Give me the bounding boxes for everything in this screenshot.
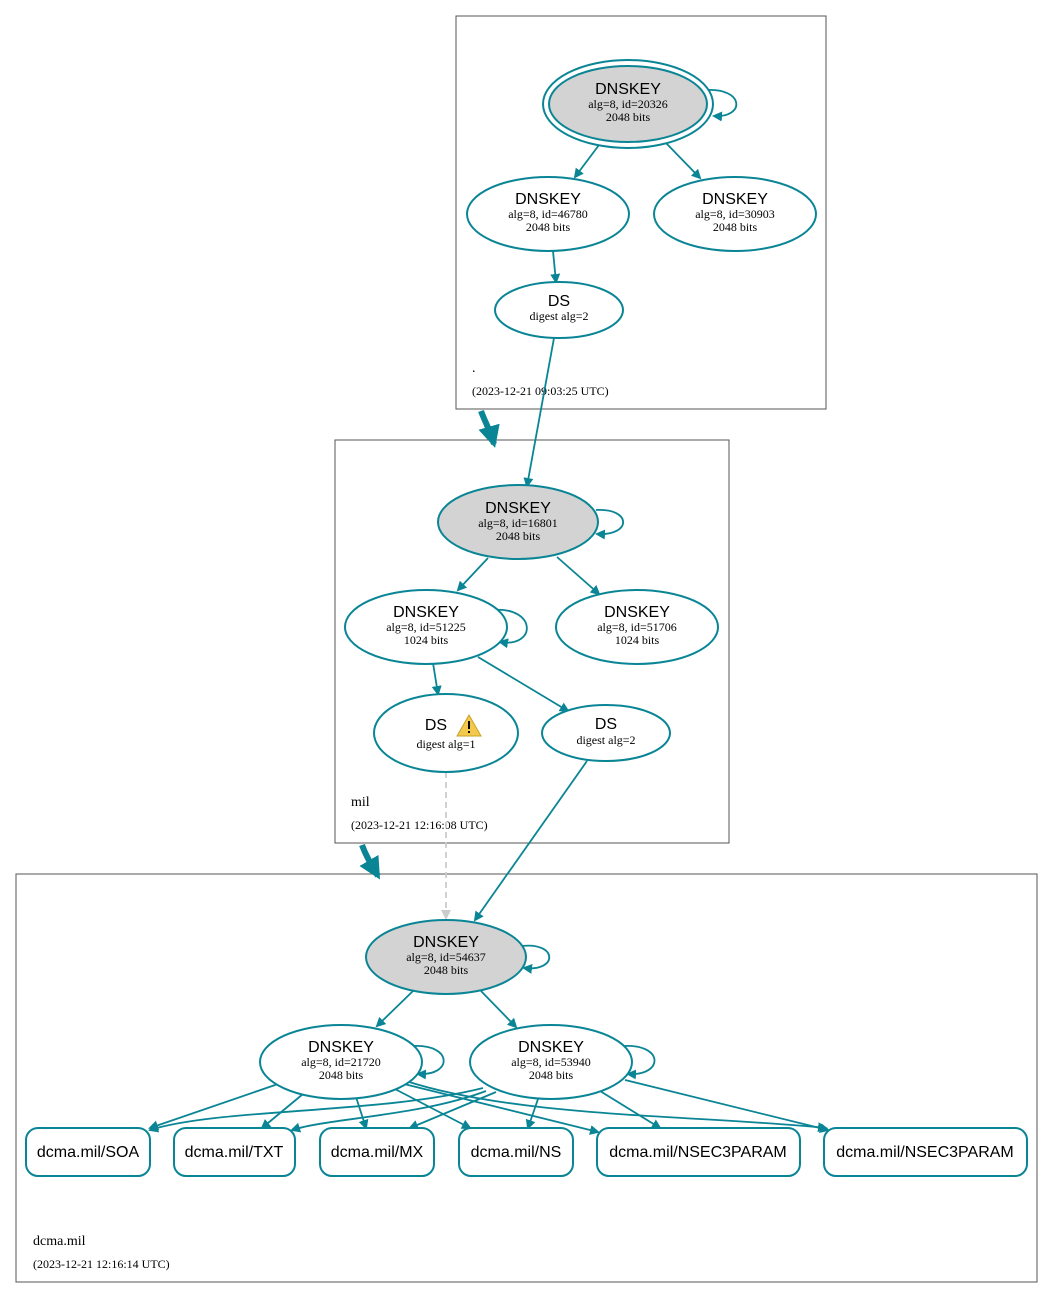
node-mil-zsk2-title: DNSKEY	[604, 604, 670, 621]
zone-root-time: (2023-12-21 09:03:25 UTC)	[472, 384, 609, 398]
rrset-txt-label: dcma.mil/TXT	[185, 1144, 284, 1161]
edge-zsk2-txt	[290, 1090, 487, 1133]
edge-dcma-ksk-zsk2	[480, 990, 518, 1029]
node-root-zsk1-line1: alg=8, id=46780	[508, 207, 588, 221]
node-mil-zsk1-line1: alg=8, id=51225	[386, 620, 466, 634]
node-mil-ds2-title: DS	[595, 716, 617, 733]
node-mil-zsk2-line1: alg=8, id=51706	[597, 620, 677, 634]
rrset-nsec3param-2[interactable]: dcma.mil/NSEC3PARAM	[823, 1127, 1028, 1177]
edge-zsk2-mx	[408, 1091, 497, 1130]
rrset-nsec3param-1[interactable]: dcma.mil/NSEC3PARAM	[596, 1127, 801, 1177]
node-dcma-zsk2-line1: alg=8, id=53940	[511, 1055, 591, 1069]
node-dcma-ksk-line1: alg=8, id=54637	[406, 950, 486, 964]
node-mil-ksk[interactable]: DNSKEY alg=8, id=16801 2048 bits	[437, 484, 599, 560]
node-root-zsk2-title: DNSKEY	[702, 191, 768, 208]
rrset-soa[interactable]: dcma.mil/SOA	[25, 1127, 151, 1177]
node-mil-ksk-line1: alg=8, id=16801	[478, 516, 558, 530]
edge-root-ksk-self	[705, 89, 738, 122]
edge-zsk1-ns	[392, 1087, 472, 1129]
node-root-zsk2-line1: alg=8, id=30903	[695, 207, 775, 221]
node-mil-zsk1-line2: 1024 bits	[404, 633, 449, 647]
edge-mil-ksk-zsk2	[556, 556, 601, 596]
zone-mil-time: (2023-12-21 12:16:08 UTC)	[351, 818, 488, 832]
node-root-ksk[interactable]: DNSKEY alg=8, id=20326 2048 bits	[542, 59, 714, 149]
node-dcma-ksk-line2: 2048 bits	[424, 963, 469, 977]
node-mil-ksk-line2: 2048 bits	[496, 529, 541, 543]
zone-dcma-time: (2023-12-21 12:16:14 UTC)	[33, 1257, 170, 1271]
rrset-mx[interactable]: dcma.mil/MX	[319, 1127, 435, 1177]
node-root-ds-line1: digest alg=2	[529, 309, 588, 323]
edge-dcma-ksk-self	[521, 944, 551, 974]
node-mil-zsk1[interactable]: DNSKEY alg=8, id=51225 1024 bits	[344, 589, 508, 665]
node-root-zsk1-title: DNSKEY	[515, 191, 581, 208]
node-dcma-ksk[interactable]: DNSKEY alg=8, id=54637 2048 bits	[365, 919, 527, 995]
node-dcma-zsk1[interactable]: DNSKEY alg=8, id=21720 2048 bits	[259, 1024, 423, 1100]
node-root-ksk-title: DNSKEY	[595, 81, 661, 98]
node-root-ds[interactable]: DS digest alg=2	[494, 281, 624, 339]
node-mil-ksk-title: DNSKEY	[485, 500, 551, 517]
zone-dcma-name: dcma.mil	[33, 1234, 86, 1249]
edge-dcma-ksk-zsk1	[375, 990, 414, 1028]
node-root-ksk-line1: alg=8, id=20326	[588, 97, 668, 111]
delegation-root-mil	[478, 409, 500, 448]
edge-zsk2-nsec3b	[624, 1079, 830, 1133]
node-mil-ds1-line1: digest alg=1	[416, 737, 475, 751]
rrset-nsec3param-2-label: dcma.mil/NSEC3PARAM	[836, 1144, 1014, 1161]
node-root-ksk-line2: 2048 bits	[606, 110, 651, 124]
rrset-soa-label: dcma.mil/SOA	[37, 1144, 140, 1161]
node-mil-ds2[interactable]: DS digest alg=2	[541, 704, 671, 762]
zone-mil-name: mil	[351, 795, 370, 810]
edge-root-zsk1-ds	[550, 250, 561, 284]
rrset-txt[interactable]: dcma.mil/TXT	[173, 1127, 296, 1177]
edge-mil-zsk1-ds1	[431, 662, 442, 696]
node-dcma-zsk2[interactable]: DNSKEY alg=8, id=53940 2048 bits	[469, 1024, 633, 1100]
node-dcma-zsk1-title: DNSKEY	[308, 1039, 374, 1056]
node-root-zsk1-line2: 2048 bits	[526, 220, 571, 234]
node-mil-ds1-title: DS	[425, 717, 447, 734]
rrset-mx-label: dcma.mil/MX	[331, 1144, 424, 1161]
rrset-ns-label: dcma.mil/NS	[471, 1144, 562, 1161]
edge-zsk1-soa	[148, 1083, 279, 1131]
node-dcma-ksk-title: DNSKEY	[413, 934, 479, 951]
node-dcma-zsk1-line2: 2048 bits	[319, 1068, 364, 1082]
delegation-mil-dcma	[359, 843, 381, 880]
edge-zsk2-soa	[148, 1087, 484, 1133]
node-mil-zsk2-line2: 1024 bits	[615, 633, 660, 647]
edge-mil-zsk1-ds2	[477, 656, 570, 713]
node-mil-ds1[interactable]: DS digest alg=1	[373, 693, 519, 773]
edge-zsk2-ns	[525, 1098, 539, 1130]
node-dcma-zsk2-line2: 2048 bits	[529, 1068, 574, 1082]
node-root-ds-title: DS	[548, 293, 570, 310]
warning-icon[interactable]	[456, 713, 482, 737]
node-root-zsk2[interactable]: DNSKEY alg=8, id=30903 2048 bits	[653, 176, 817, 252]
edge-root-ds-mil-ksk	[523, 337, 555, 488]
edge-mil-ksk-zsk1	[456, 557, 489, 592]
edge-mil-ds2-dcma-ksk	[473, 760, 588, 922]
node-dcma-zsk2-title: DNSKEY	[518, 1039, 584, 1056]
edge-dcma-zsk2-self	[623, 1045, 656, 1080]
node-mil-ds2-line1: digest alg=2	[576, 733, 635, 747]
edge-mil-ksk-self	[595, 509, 624, 540]
rrset-ns[interactable]: dcma.mil/NS	[458, 1127, 574, 1177]
rrset-nsec3param-1-label: dcma.mil/NSEC3PARAM	[609, 1144, 787, 1161]
edge-root-ksk-zsk2	[665, 142, 702, 180]
edge-mil-zsk1-self	[491, 609, 528, 649]
edge-zsk1-txt	[260, 1093, 304, 1130]
node-dcma-zsk1-line1: alg=8, id=21720	[301, 1055, 381, 1069]
edge-zsk1-nsec3a	[403, 1083, 600, 1135]
node-mil-zsk2[interactable]: DNSKEY alg=8, id=51706 1024 bits	[555, 589, 719, 665]
node-root-zsk1[interactable]: DNSKEY alg=8, id=46780 2048 bits	[466, 176, 630, 252]
zone-root-name: .	[472, 361, 476, 376]
edge-zsk1-mx	[355, 1096, 369, 1130]
node-root-zsk2-line2: 2048 bits	[713, 220, 758, 234]
edge-zsk2-nsec3a	[599, 1090, 662, 1130]
node-mil-zsk1-title: DNSKEY	[393, 604, 459, 621]
edge-root-ksk-zsk1	[573, 144, 600, 179]
edge-dcma-zsk1-self	[412, 1045, 445, 1080]
